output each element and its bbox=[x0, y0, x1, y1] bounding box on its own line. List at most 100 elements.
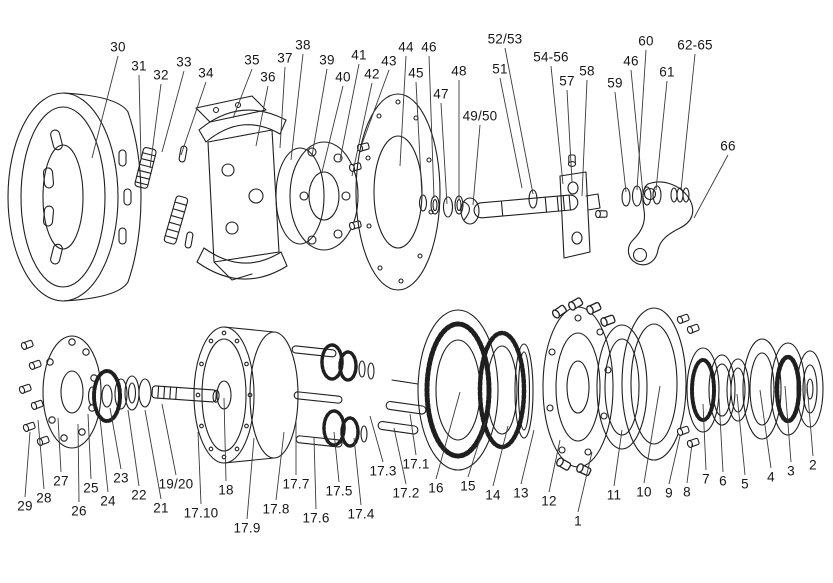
part-label-6: 6 bbox=[719, 473, 727, 489]
slack-adjuster bbox=[621, 181, 694, 266]
part-label-2: 2 bbox=[809, 457, 817, 473]
brake-drum bbox=[7, 92, 142, 302]
part-label-27: 27 bbox=[53, 473, 69, 489]
part-label-58: 58 bbox=[579, 63, 595, 79]
part-label-41: 41 bbox=[351, 47, 367, 63]
leader-line bbox=[321, 85, 344, 173]
ring-gear bbox=[417, 309, 499, 471]
part-label-28: 28 bbox=[36, 490, 52, 506]
part-label-47: 47 bbox=[433, 86, 449, 102]
leader-line bbox=[520, 429, 535, 485]
part-label-12: 12 bbox=[541, 493, 557, 509]
drive-flange bbox=[42, 335, 102, 449]
leader-line bbox=[399, 55, 407, 167]
brake-springs bbox=[134, 145, 194, 249]
part-label-8: 8 bbox=[683, 484, 691, 500]
leader-line bbox=[581, 79, 588, 197]
leader-line bbox=[759, 389, 772, 469]
cam-hub-flange bbox=[275, 141, 371, 251]
planet-carrier-housing bbox=[193, 326, 299, 464]
part-label-17.1: 17.1 bbox=[402, 456, 430, 472]
part-label-17.4: 17.4 bbox=[347, 506, 375, 522]
leader-line bbox=[668, 435, 681, 485]
leader-line bbox=[643, 385, 661, 484]
part-label-42: 42 bbox=[364, 66, 380, 82]
leader-line bbox=[548, 439, 561, 493]
part-label-48: 48 bbox=[451, 63, 467, 79]
brake-discs bbox=[596, 307, 687, 461]
leader-line bbox=[655, 80, 668, 191]
part-label-34: 34 bbox=[198, 65, 214, 81]
part-label-30: 30 bbox=[110, 39, 126, 55]
part-label-38: 38 bbox=[295, 37, 311, 53]
part-label-17.10: 17.10 bbox=[183, 505, 219, 521]
leader-line bbox=[37, 419, 45, 490]
part-label-57: 57 bbox=[559, 73, 575, 89]
leader-line bbox=[702, 403, 707, 471]
part-label-19-20: 19/20 bbox=[158, 476, 194, 492]
leader-line bbox=[279, 66, 286, 149]
sun-gear-set bbox=[87, 369, 152, 423]
part-label-32: 32 bbox=[153, 67, 169, 83]
leader-line bbox=[467, 419, 487, 478]
leader-line bbox=[806, 383, 814, 457]
part-label-10: 10 bbox=[636, 484, 652, 500]
part-label-36: 36 bbox=[260, 69, 276, 85]
part-label-59: 59 bbox=[607, 75, 623, 91]
wheel-hub bbox=[542, 296, 617, 478]
leader-line bbox=[109, 407, 122, 470]
part-label-39: 39 bbox=[319, 52, 335, 68]
part-label-31: 31 bbox=[131, 58, 147, 74]
leader-line bbox=[290, 53, 304, 161]
leader-line bbox=[353, 437, 362, 506]
leader-line bbox=[614, 91, 627, 193]
part-label-17.9: 17.9 bbox=[233, 520, 261, 536]
leader-line bbox=[492, 425, 509, 487]
leader-line bbox=[351, 82, 373, 177]
bearing-set bbox=[686, 338, 824, 440]
leader-line bbox=[566, 89, 573, 183]
leader-line bbox=[87, 413, 92, 480]
leader-line bbox=[138, 74, 142, 161]
part-label-37: 37 bbox=[277, 50, 293, 66]
part-label-33: 33 bbox=[176, 54, 192, 70]
leader-line bbox=[686, 443, 693, 484]
leader-line bbox=[636, 49, 647, 191]
leader-line bbox=[736, 393, 746, 476]
planet-gears bbox=[291, 343, 427, 448]
part-label-25: 25 bbox=[83, 480, 99, 496]
dust-shield-disc bbox=[355, 93, 441, 291]
leader-line bbox=[333, 431, 340, 483]
leader-line bbox=[197, 431, 202, 505]
leader-line bbox=[440, 102, 448, 205]
flange-bolts bbox=[17, 338, 51, 447]
part-label-18: 18 bbox=[218, 482, 234, 498]
shaft-washers bbox=[418, 194, 464, 218]
leader-line bbox=[180, 81, 207, 156]
leader-line bbox=[415, 81, 423, 199]
part-label-61: 61 bbox=[659, 64, 675, 80]
leader-line bbox=[613, 429, 623, 487]
input-shaft bbox=[151, 385, 220, 403]
part-label-44: 44 bbox=[398, 39, 414, 55]
leader-line bbox=[149, 83, 162, 169]
part-label-13: 13 bbox=[513, 485, 529, 501]
leader-line bbox=[246, 437, 255, 520]
leader-line bbox=[255, 85, 269, 147]
part-label-17.6: 17.6 bbox=[302, 510, 330, 526]
gear-ring bbox=[477, 330, 527, 450]
part-label-16: 16 bbox=[428, 480, 444, 496]
part-label-11: 11 bbox=[606, 487, 622, 503]
part-label-3: 3 bbox=[787, 463, 795, 479]
retainer-ring bbox=[514, 343, 534, 439]
part-label-15: 15 bbox=[460, 478, 476, 494]
leader-line bbox=[693, 154, 729, 219]
part-label-17.2: 17.2 bbox=[392, 485, 420, 501]
leader-line bbox=[77, 423, 80, 503]
part-label-4: 4 bbox=[767, 469, 775, 485]
leader-line bbox=[718, 397, 724, 473]
part-label-23: 23 bbox=[113, 470, 129, 486]
leader-line bbox=[99, 417, 109, 493]
leader-line bbox=[161, 403, 177, 476]
s-camshaft bbox=[460, 189, 579, 225]
